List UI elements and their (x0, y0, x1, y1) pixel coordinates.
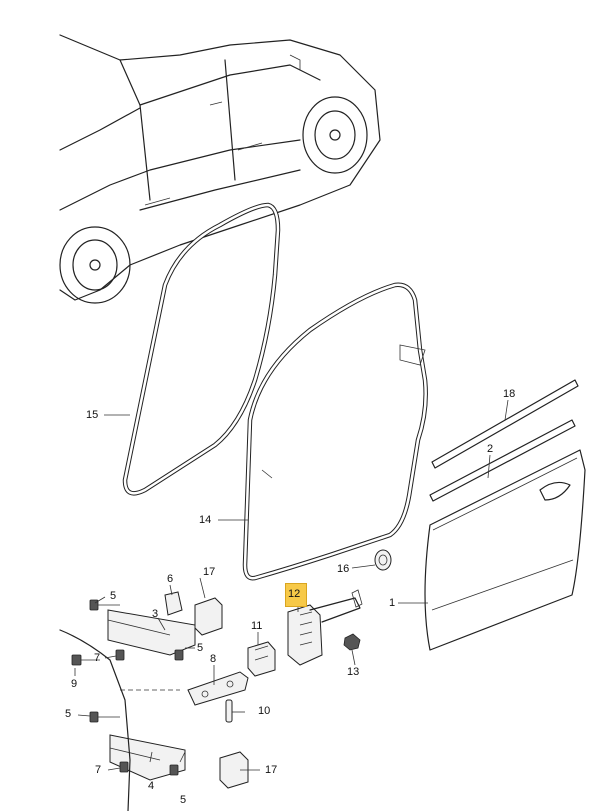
callout-9: 9 (71, 678, 78, 690)
callout-17-b: 17 (265, 764, 278, 776)
plug-16 (374, 549, 392, 571)
hinge-cover-17-bottom (219, 751, 249, 789)
callout-7-a: 7 (94, 652, 101, 664)
nut-13 (343, 633, 361, 651)
leader-lines (74, 399, 509, 771)
callout-2: 2 (487, 443, 494, 455)
door-opening-seal-14 (242, 282, 428, 581)
callout-8: 8 (210, 653, 217, 665)
callout-11: 11 (251, 620, 263, 632)
callout-5-d: 5 (180, 794, 187, 806)
callout-18: 18 (503, 388, 516, 400)
callout-5-a: 5 (110, 590, 117, 602)
door-check-12 (287, 589, 363, 666)
trim-strip-18 (431, 379, 579, 469)
trim-strip-2 (429, 419, 576, 502)
hinge-part-11 (247, 641, 276, 677)
callout-5-b: 5 (197, 642, 204, 654)
callout-15: 15 (86, 409, 99, 421)
callout-14: 14 (199, 514, 212, 526)
callout-4: 4 (148, 780, 155, 792)
callout-3: 3 (152, 608, 159, 620)
callout-16: 16 (337, 563, 350, 575)
callout-6: 6 (167, 573, 174, 585)
callout-1: 1 (389, 597, 396, 609)
callout-17-a: 17 (203, 566, 216, 578)
upper-hinge-assembly (107, 591, 196, 656)
callout-13: 13 (347, 666, 360, 678)
hinge-cover-17-top (194, 597, 223, 636)
body-pillar-outline (59, 629, 180, 811)
door-panel-1 (424, 449, 586, 651)
hinge-plate-8 (187, 671, 249, 706)
hinge-pin-10 (225, 699, 233, 723)
callout-7-b: 7 (95, 764, 102, 776)
callout-5-c: 5 (65, 708, 72, 720)
callout-12-highlight (285, 583, 307, 607)
callout-10: 10 (258, 705, 271, 717)
car-outline-illustration (59, 34, 381, 304)
callout-12: 12 (288, 588, 301, 600)
window-frame-seal-15 (122, 202, 281, 496)
bolts (71, 599, 184, 776)
